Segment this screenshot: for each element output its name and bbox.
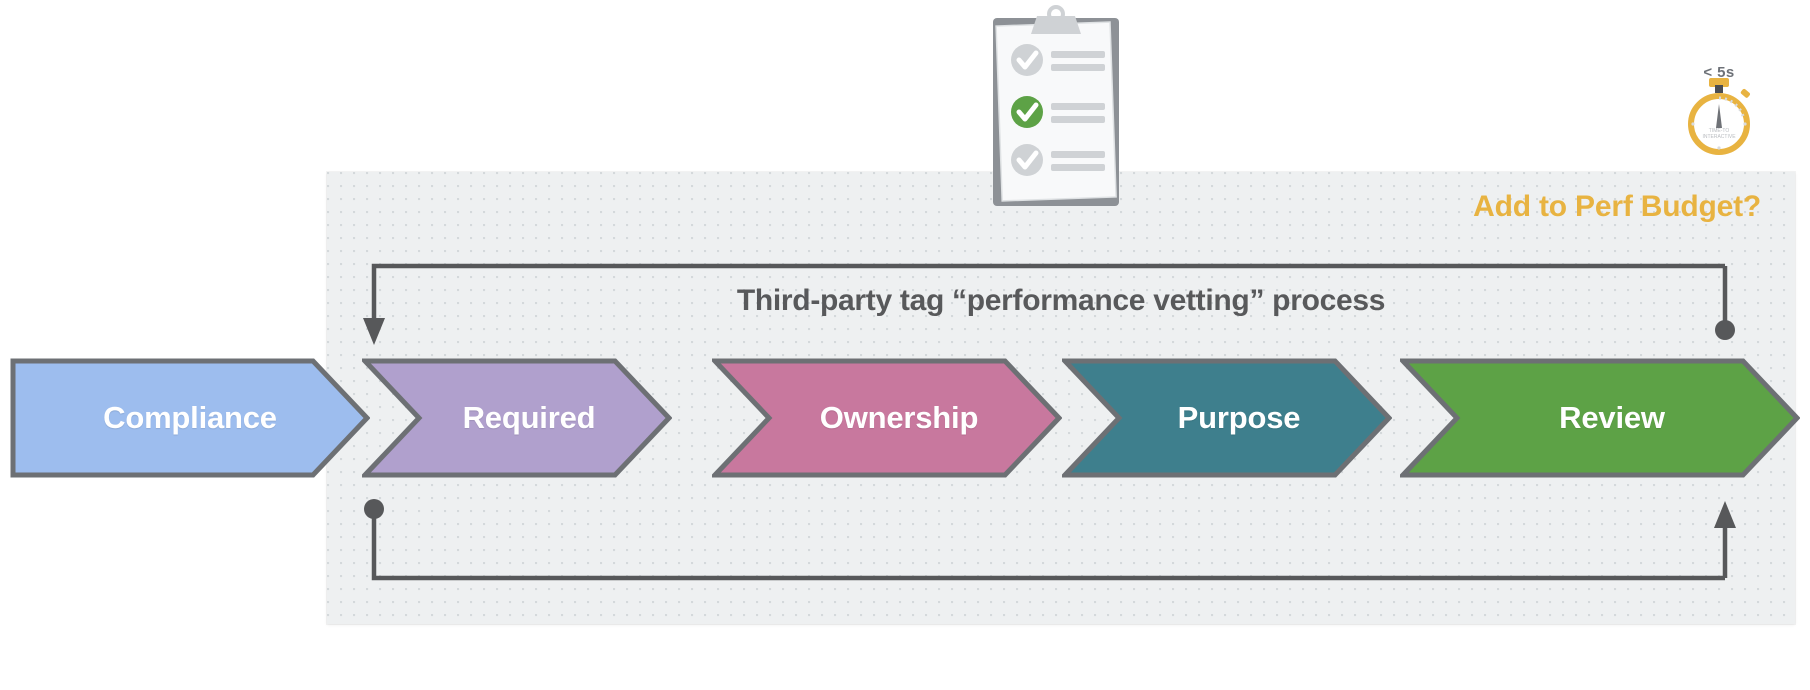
stage-chevron-required[interactable]: Required [362,358,672,478]
chevron-shape [362,358,672,478]
stage-label: Purpose [1177,400,1301,435]
chevron-shape [1062,358,1392,478]
process-stage-band: Compliance Required Ownership Purpose [0,358,1810,478]
stopwatch-icon: TIME-TO INTERACTIVE [1688,78,1750,155]
stage-chevron-review[interactable]: Review [1400,358,1800,478]
chevron-shape [10,358,370,478]
checklist-item [1011,96,1105,128]
stage-chevron-purpose[interactable]: Purpose [1062,358,1392,478]
stopwatch-stem [1715,85,1723,93]
stopwatch-tick [1717,146,1721,150]
checklist-item [1011,144,1105,176]
stopwatch-face-line1: TIME-TO [1709,128,1730,134]
page-title: Third-party tag “performance vetting” pr… [736,284,1386,317]
stage-label: Required [462,400,596,435]
stopwatch-crown [1709,78,1729,87]
clipboard-clip [1031,16,1081,34]
checklist-item [1011,44,1105,76]
stage-label: Ownership [819,400,979,435]
stage-label: Review [1559,400,1665,435]
stopwatch-tick [1743,122,1747,126]
clipboard-clip-ring [1047,5,1065,23]
clipboard-checklist-icon [993,5,1119,206]
stage-label: Compliance [103,400,277,435]
stopwatch-caption: < 5s [1703,64,1735,81]
chevron-shape [712,358,1062,478]
stopwatch-face-line2: INTERACTIVE [1702,134,1736,140]
stage-chevron-compliance[interactable]: Compliance [10,358,370,478]
chevron-shape [1400,358,1800,478]
stopwatch-tick [1691,122,1695,126]
stopwatch-needle [1716,104,1722,128]
stage-chevron-ownership[interactable]: Ownership [712,358,1062,478]
stopwatch-side-button [1740,88,1750,98]
perf-budget-question-label: Add to Perf Budget? [1473,190,1761,223]
